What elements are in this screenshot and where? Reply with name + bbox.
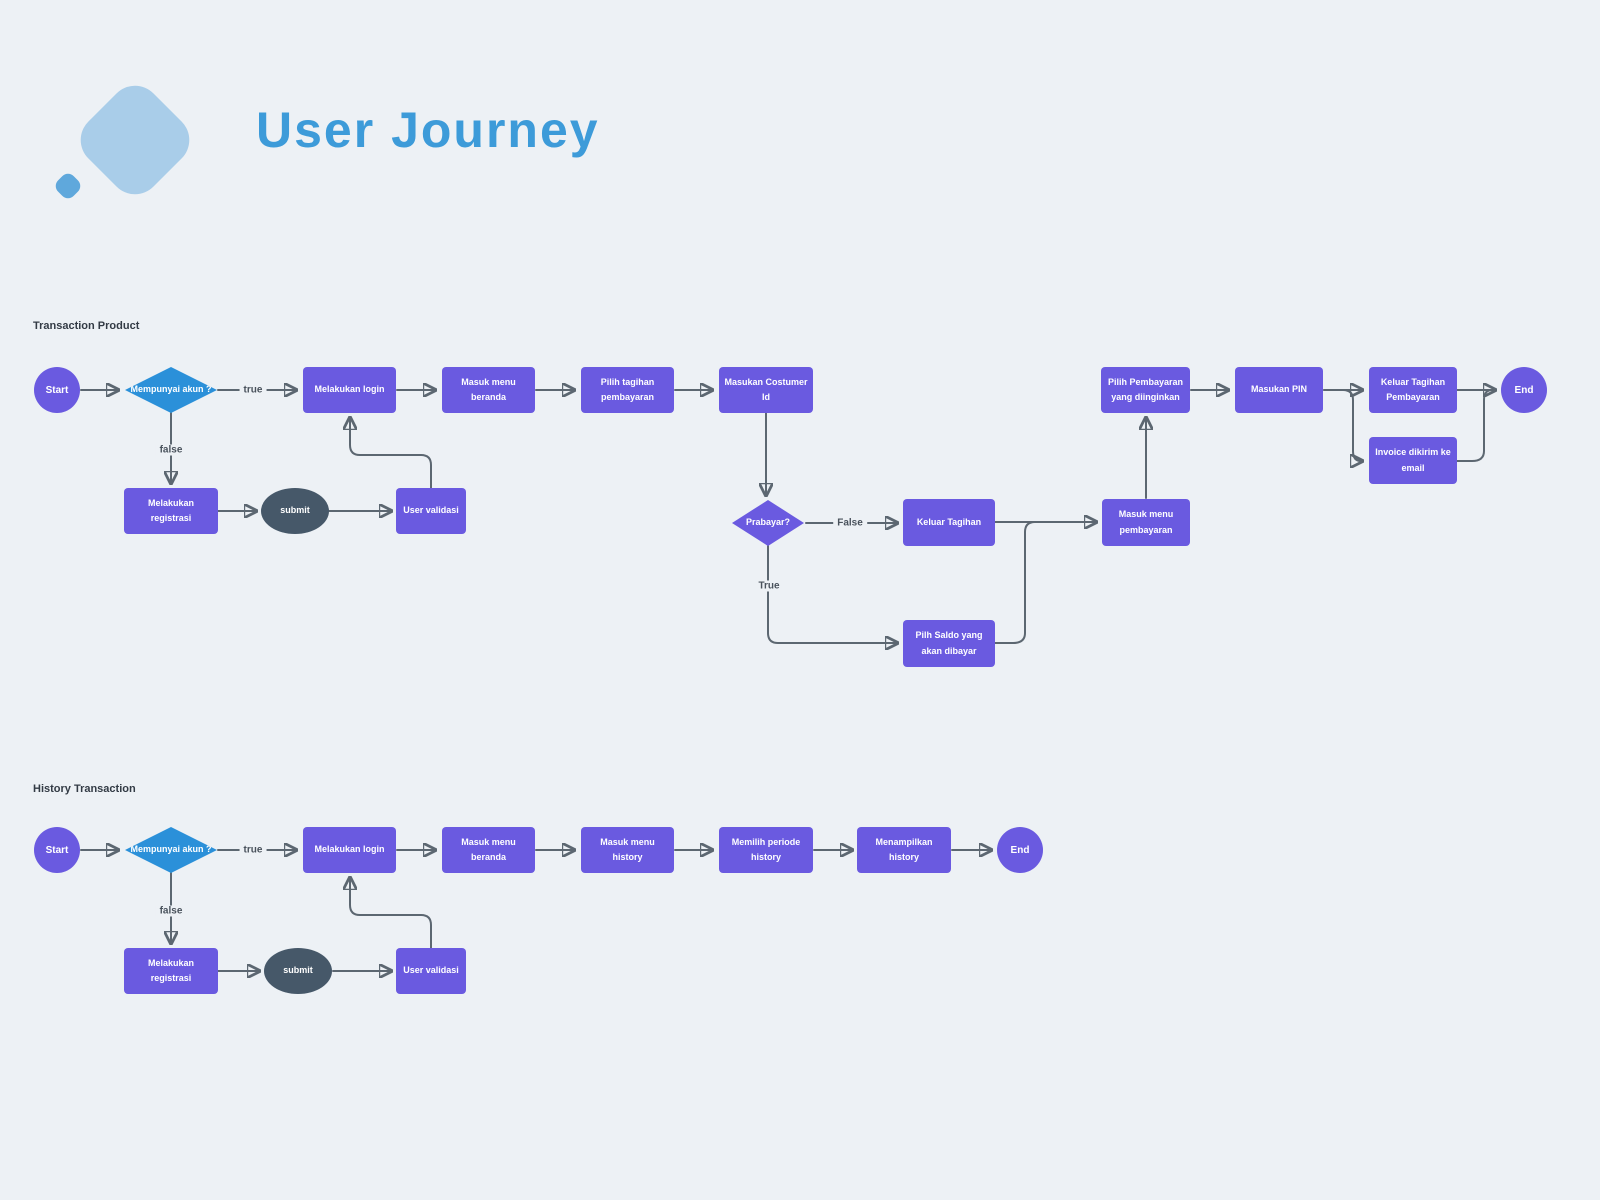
tp-node-login: Melakukan login xyxy=(303,367,396,413)
tp-edge-label-false: false xyxy=(155,444,187,456)
tp-node-pilih-pembayaran: Pilih Pembayaran yang diinginkan xyxy=(1101,367,1190,413)
tp-node-submit: submit xyxy=(261,488,329,534)
ht-node-registrasi: Melakukan registrasi xyxy=(124,948,218,994)
tp-arrow-prabayar-true xyxy=(767,545,896,643)
ht-node-periode: Memilih periode history xyxy=(719,827,813,873)
tp-node-registrasi: Melakukan registrasi xyxy=(124,488,218,534)
tp-node-keluar-tagihan-pembayaran: Keluar Tagihan Pembayaran xyxy=(1369,367,1457,413)
ht-edge-label-false: false xyxy=(155,905,187,917)
ht-node-beranda: Masuk menu beranda xyxy=(442,827,535,873)
tp-start-node: Start xyxy=(34,367,80,413)
tp-edge-label-true: true xyxy=(239,384,267,396)
tp-node-masukan-pin: Masukan PIN xyxy=(1235,367,1323,413)
ht-start-node: Start xyxy=(34,827,80,873)
section-title-transaction: Transaction Product xyxy=(33,320,140,332)
tp-node-pilih-saldo: Pilh Saldo yang akan dibayar xyxy=(903,620,995,667)
ht-arrow-validasi-to-login xyxy=(350,879,432,949)
ht-node-user-validasi: User validasi xyxy=(396,948,466,994)
tp-node-costumer-id: Masukan Costumer Id xyxy=(719,367,813,413)
tp-node-masuk-pembayaran: Masuk menu pembayaran xyxy=(1102,499,1190,546)
section-title-history: History Transaction xyxy=(33,783,136,795)
ht-edge-label-true: true xyxy=(239,844,267,856)
tp-end-node: End xyxy=(1501,367,1547,413)
tp-node-pilih-tagihan: Pilih tagihan pembayaran xyxy=(581,367,674,413)
ht-node-history-menu: Masuk menu history xyxy=(581,827,674,873)
tp-arrow-validasi-to-login xyxy=(350,419,432,489)
tp-edge-label-prabayar-true: True xyxy=(754,580,784,592)
tp-node-beranda: Masuk menu beranda xyxy=(442,367,535,413)
tp-node-keluar-tagihan: Keluar Tagihan xyxy=(903,499,995,546)
ht-end-node: End xyxy=(997,827,1043,873)
tp-arrow-pin-to-invoice xyxy=(1323,389,1361,461)
tp-edge-label-prabayar-false: False xyxy=(833,517,867,529)
tp-node-user-validasi: User validasi xyxy=(396,488,466,534)
tp-node-invoice: Invoice dikirim ke email xyxy=(1369,437,1457,484)
tp-wire-invoice-merge xyxy=(1456,389,1493,462)
ht-node-submit: submit xyxy=(264,948,332,994)
tp-wire-saldo-merge xyxy=(994,521,1036,644)
ht-node-menampilkan: Menampilkan history xyxy=(857,827,951,873)
ht-node-login: Melakukan login xyxy=(303,827,396,873)
page-title: User Journey xyxy=(256,102,600,158)
